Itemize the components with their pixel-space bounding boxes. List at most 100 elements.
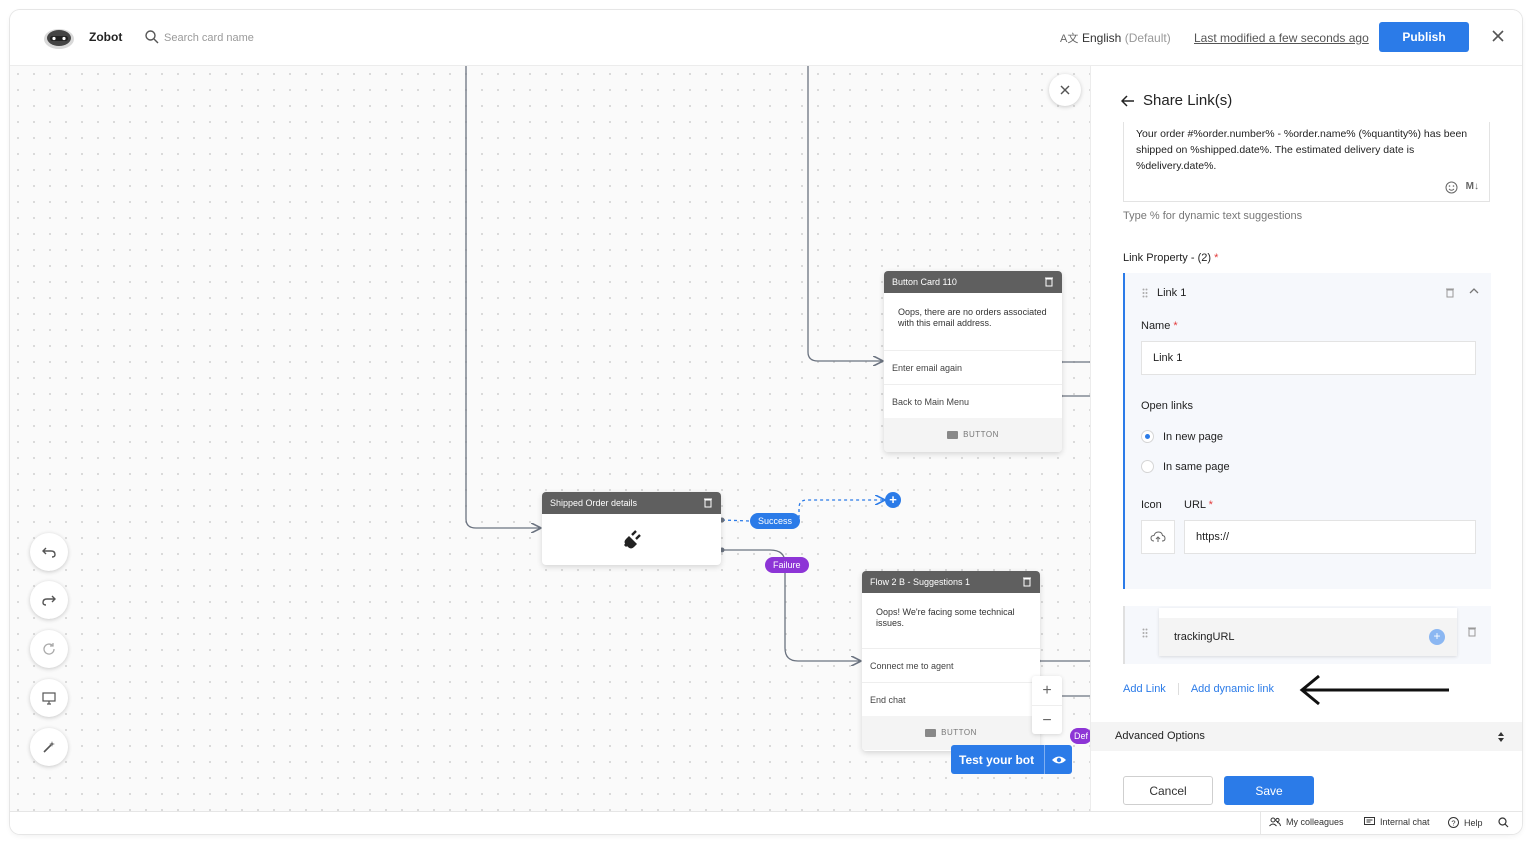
language-icon: A文 — [1060, 33, 1079, 45]
zoom-out-button[interactable]: − — [1032, 705, 1062, 734]
zoom-in-button[interactable]: + — [1042, 682, 1052, 699]
link-property-label: Link Property - (2) * — [1123, 252, 1218, 264]
card-message: Oops, there are no orders associated wit… — [898, 307, 1047, 328]
success-tag: Success — [750, 513, 801, 529]
card-button-row[interactable]: Connect me to agent — [862, 648, 1040, 682]
radio-button[interactable] — [1141, 430, 1154, 443]
drag-handle-icon[interactable] — [1142, 628, 1148, 638]
add-dynamic-link-button[interactable]: Add dynamic link — [1190, 683, 1274, 695]
help-button[interactable]: ? Help — [1448, 817, 1483, 828]
top-header: Zobot A文 English (Default) Last modified… — [10, 10, 1522, 66]
name-label: Name * — [1141, 320, 1178, 332]
internal-chat-button[interactable]: Internal chat — [1364, 817, 1430, 827]
divider — [1177, 683, 1179, 695]
default-tag: Def — [1070, 728, 1090, 744]
redo-button[interactable] — [30, 581, 68, 619]
button-type-icon — [947, 430, 959, 439]
app-name: Zobot — [89, 30, 123, 44]
preview-eye-icon[interactable] — [1044, 745, 1072, 774]
canvas-close-button[interactable] — [1049, 74, 1081, 106]
monitor-icon — [42, 691, 56, 705]
button-type-icon — [925, 728, 937, 737]
close-icon — [1060, 85, 1070, 95]
card-message: Oops! We're facing some technical issues… — [876, 607, 1015, 628]
trash-icon[interactable] — [1445, 287, 1455, 298]
markdown-icon[interactable]: M↓ — [1465, 181, 1479, 192]
search-icon — [1498, 817, 1509, 828]
trash-icon[interactable] — [703, 497, 713, 508]
drag-handle-icon[interactable] — [1142, 288, 1148, 298]
share-links-panel: Share Link(s) Your order #%order.number%… — [1090, 66, 1522, 811]
card-footer: BUTTON — [884, 418, 1062, 452]
card-title: Button Card 110 — [892, 277, 957, 287]
message-editor[interactable]: Your order #%order.number% - %order.name… — [1123, 122, 1490, 202]
card-footer-label: BUTTON — [941, 728, 977, 737]
magic-wand-button[interactable] — [30, 728, 68, 766]
dynamic-link-block: trackingURL + — [1123, 606, 1491, 664]
flow-canvas[interactable]: Button Card 110 Oops, there are no order… — [10, 66, 1090, 811]
annotation-arrow-icon — [1299, 674, 1449, 706]
test-your-bot-button[interactable]: Test your bot — [951, 745, 1073, 774]
trash-icon[interactable] — [1022, 576, 1032, 587]
dynamic-link-field[interactable]: trackingURL + — [1159, 618, 1457, 656]
url-label: URL * — [1184, 499, 1213, 511]
radio-button[interactable] — [1141, 460, 1154, 473]
divider — [1260, 812, 1261, 834]
radio-same-page[interactable]: In same page — [1141, 460, 1230, 473]
card-button-row[interactable]: Enter email again — [884, 350, 1062, 384]
trash-icon[interactable] — [1044, 276, 1054, 287]
app-window: Zobot A文 English (Default) Last modified… — [10, 10, 1522, 834]
chat-icon — [1364, 817, 1375, 825]
trash-icon[interactable] — [1467, 626, 1477, 637]
save-button[interactable]: Save — [1224, 776, 1314, 805]
card-button-row[interactable]: End chat — [862, 682, 1040, 716]
url-input[interactable] — [1184, 520, 1476, 554]
card-footer-label: BUTTON — [963, 430, 999, 439]
link-1-block: Link 1 Name * Open links In new page In … — [1123, 273, 1491, 589]
undo-button[interactable] — [30, 533, 68, 571]
back-arrow-icon[interactable] — [1121, 94, 1135, 107]
card-header: Shipped Order details — [542, 492, 721, 514]
footer-search-button[interactable] — [1498, 817, 1509, 828]
zoom-controls: + − — [1032, 676, 1062, 734]
required-mark: * — [1208, 499, 1213, 511]
language-selector[interactable]: English (Default) — [1082, 31, 1171, 45]
add-link-button[interactable]: Add Link — [1123, 683, 1166, 695]
dynamic-link-value: trackingURL — [1174, 631, 1235, 643]
link-1-title: Link 1 — [1157, 287, 1187, 299]
test-bot-label: Test your bot — [959, 752, 1035, 767]
language-default-label: (Default) — [1124, 31, 1171, 45]
my-colleagues-button[interactable]: My colleagues — [1269, 817, 1344, 827]
redo-icon — [42, 595, 56, 606]
button-card-110[interactable]: Button Card 110 Oops, there are no order… — [884, 271, 1062, 452]
name-label-text: Name — [1141, 320, 1171, 332]
close-editor-icon[interactable] — [1488, 26, 1508, 46]
refresh-icon — [43, 643, 55, 655]
link-name-input[interactable] — [1141, 341, 1476, 375]
chevron-up-icon[interactable] — [1469, 287, 1479, 295]
card-button-row[interactable]: Back to Main Menu — [884, 384, 1062, 418]
cancel-button[interactable]: Cancel — [1123, 776, 1213, 805]
add-card-plus-icon[interactable]: + — [885, 492, 901, 508]
colleagues-icon — [1269, 817, 1281, 827]
refresh-button[interactable] — [30, 630, 68, 668]
flow-2b-suggestions-card[interactable]: Flow 2 B - Suggestions 1 Oops! We're fac… — [862, 571, 1040, 751]
preview-screen-button[interactable] — [30, 679, 68, 717]
zobot-logo-icon — [44, 29, 74, 49]
publish-button[interactable]: Publish — [1379, 22, 1469, 52]
cloud-upload-icon — [1150, 531, 1166, 542]
magic-wand-icon — [43, 741, 55, 753]
emoji-icon[interactable] — [1445, 181, 1458, 194]
icon-upload-button[interactable] — [1141, 520, 1175, 554]
panel-title-text: Share Link(s) — [1143, 92, 1233, 109]
search-card-input[interactable] — [164, 27, 384, 49]
advanced-options-toggle[interactable]: Advanced Options — [1091, 722, 1522, 751]
shipped-order-details-card[interactable]: Shipped Order details — [542, 492, 721, 565]
search-icon — [145, 30, 159, 44]
radio-new-page[interactable]: In new page — [1141, 430, 1223, 443]
card-footer: BUTTON — [862, 716, 1040, 750]
link-property-text: Link Property - (2) — [1123, 252, 1212, 264]
card-plugin-area — [542, 514, 721, 565]
add-variable-plus-icon[interactable]: + — [1429, 629, 1445, 645]
last-modified-link[interactable]: Last modified a few seconds ago — [1194, 31, 1369, 45]
